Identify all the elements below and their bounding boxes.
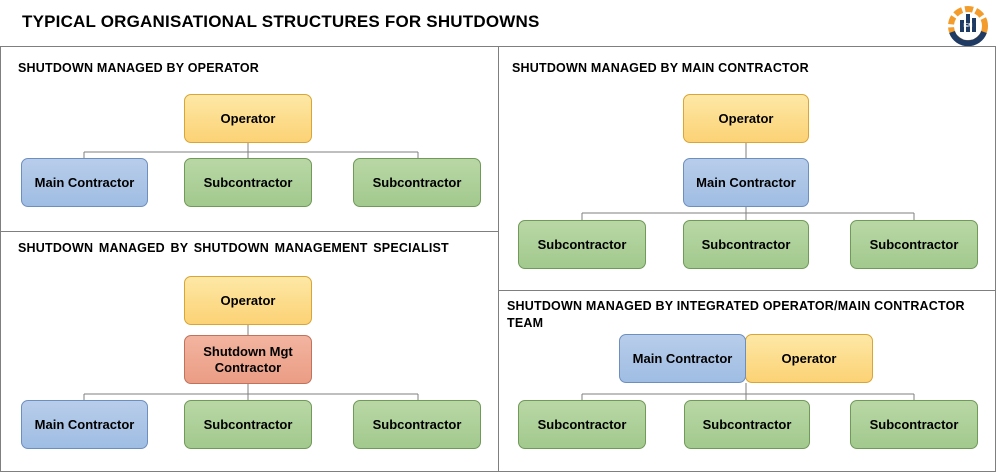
subcontractor-box: Subcontractor	[353, 158, 481, 207]
subcontractor-box: Subcontractor	[850, 220, 978, 269]
page-title: TYPICAL ORGANISATIONAL STRUCTURES FOR SH…	[22, 12, 540, 31]
panel-title-main-contractor-managed: SHUTDOWN MANAGED BY MAIN CONTRACTOR	[512, 61, 809, 75]
panel-title-specialist-managed: SHUTDOWN MANAGED BY SHUTDOWN MANAGEMENT …	[18, 241, 449, 255]
subcontractor-box: Subcontractor	[184, 158, 312, 207]
subcontractor-box: Subcontractor	[518, 400, 646, 449]
connector-operator-to-children	[83, 143, 419, 158]
operator-box: Operator	[184, 94, 312, 143]
shutdown-mgt-contractor-box: Shutdown Mgt Contractor	[184, 335, 312, 384]
panel-title-line1: SHUTDOWN MANAGED BY INTEGRATED OPERATOR/…	[507, 299, 965, 313]
panel-title-line2: TEAM	[507, 316, 544, 330]
industrial-gear-logo-icon: IEM	[948, 6, 988, 47]
subcontractor-box: Subcontractor	[518, 220, 646, 269]
subcontractor-box: Subcontractor	[184, 400, 312, 449]
subcontractor-box: Subcontractor	[683, 220, 809, 269]
panel-title-integrated-managed: SHUTDOWN MANAGED BY INTEGRATED OPERATOR/…	[507, 298, 965, 332]
connector-team-to-subs	[581, 383, 915, 400]
logo-text: IEM	[964, 23, 973, 29]
panel-title-operator-managed: SHUTDOWN MANAGED BY OPERATOR	[18, 61, 260, 75]
operator-box: Operator	[745, 334, 873, 383]
subcontractor-box: Subcontractor	[850, 400, 978, 449]
operator-box: Operator	[184, 276, 312, 325]
connector-main-to-subs	[581, 207, 915, 220]
main-contractor-box: Main Contractor	[21, 158, 148, 207]
operator-box: Operator	[683, 94, 809, 143]
main-contractor-box: Main Contractor	[619, 334, 746, 383]
connector-specialist-to-children	[83, 384, 419, 400]
main-contractor-box: Main Contractor	[21, 400, 148, 449]
main-contractor-box: Main Contractor	[683, 158, 809, 207]
subcontractor-box: Subcontractor	[684, 400, 810, 449]
subcontractor-box: Subcontractor	[353, 400, 481, 449]
